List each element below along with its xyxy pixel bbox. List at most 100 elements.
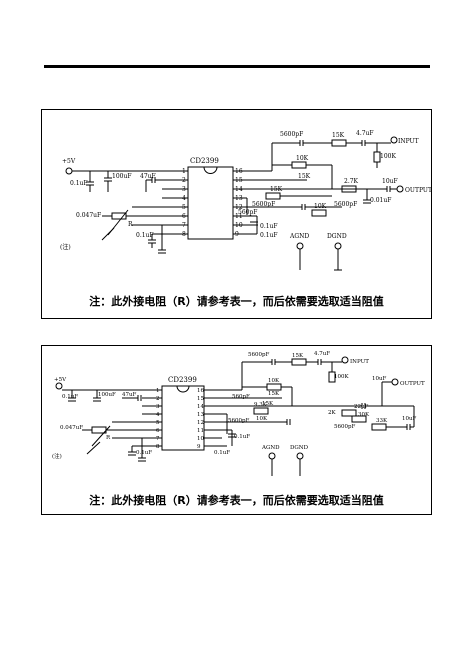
label-c47u-left: 47uF (140, 173, 156, 180)
label-r15k-top: 15K (292, 353, 304, 359)
label-c10u: 10uF (382, 178, 398, 185)
label-r15k-top: 15K (332, 132, 345, 139)
schematic-diagram-2: CD2399 1 2 3 4 5 6 7 8 16 15 14 13 12 11… (52, 351, 425, 476)
schematic-diagram-1: CD2399 1 2 3 4 5 6 7 8 16 15 14 13 12 11… (60, 130, 432, 271)
pin-13: 13 (197, 412, 204, 418)
label-c5600-r: 5600pF (334, 201, 357, 208)
left-wiring (65, 167, 188, 254)
right-wiring (233, 136, 404, 271)
pin-16: 16 (197, 388, 204, 394)
pin-12: 12 (197, 420, 204, 426)
label-r15k-mid: 15K (268, 391, 280, 397)
label-r100k: 100K (380, 153, 396, 160)
label-c100u: 100uF (112, 173, 131, 180)
input-label: INPUT (350, 359, 369, 365)
label-c01-p9: 0.1uF (214, 450, 230, 456)
label-c560: 560pF (232, 394, 250, 400)
dgnd-terminal (296, 452, 304, 460)
label-c10u: 10uF (372, 376, 387, 382)
label-r15k-b: 15K (262, 401, 274, 407)
pin-3: 3 (156, 404, 160, 410)
label-c47u-left: 47uF (122, 392, 137, 398)
ic-notch (203, 166, 218, 174)
dgnd-terminal (334, 242, 342, 250)
schematic-panel-2: CD2399 1 2 3 4 5 6 7 8 16 15 14 13 12 11… (41, 345, 432, 515)
label-c01-p10: 0.1uF (234, 434, 250, 440)
schematic-panel-1: CD2399 1 2 3 4 5 6 7 8 16 15 14 13 12 11… (41, 109, 432, 319)
label-r93k: 9.3K (254, 402, 268, 408)
label-r100k: 100K (334, 374, 349, 380)
label-c0047: 0.047uF (76, 212, 101, 219)
output-label: OUTPUT (405, 187, 432, 194)
label-c01-left: 0.1uF (62, 394, 78, 400)
input-terminal (341, 356, 349, 364)
note-marker: (注) (52, 452, 62, 460)
left-wiring (55, 382, 162, 462)
label-r33k: 33K (376, 418, 388, 424)
label-r10k: 10K (296, 155, 309, 162)
pin-11: 11 (197, 428, 204, 434)
pin-14: 14 (197, 404, 204, 410)
label-c5600-top: 5600pF (280, 131, 303, 138)
input-terminal (390, 136, 398, 144)
output-terminal (396, 185, 404, 193)
label-c22u: 22uF (354, 404, 369, 410)
pin-7: 7 (156, 436, 160, 442)
label-r10k: 10K (268, 378, 280, 384)
note-text: 注：此外接电阻（R）请参考表一，而后依需要选取适当阻值 (89, 295, 384, 308)
dgnd-label: DGND (327, 233, 347, 240)
label-c100u: 100uF (98, 392, 116, 398)
label-c560: 560pF (238, 209, 257, 216)
label-resistor-r: R (128, 221, 133, 228)
agnd-label: AGND (289, 233, 309, 240)
pin-10: 10 (197, 436, 204, 442)
label-c47u-top: 4.7uF (314, 351, 330, 357)
right-wiring (204, 356, 415, 476)
input-label: INPUT (398, 138, 419, 145)
label-c0047: 0.047uF (60, 425, 83, 431)
agnd-terminal (268, 452, 276, 460)
label-r27k: 2.7K (344, 178, 359, 185)
ic-notch (176, 385, 190, 393)
label-r15k-mid: 15K (298, 173, 311, 180)
pin-1: 1 (156, 388, 160, 394)
pin-6: 6 (156, 428, 160, 434)
pin-2: 2 (156, 396, 160, 402)
label-c10u-b: 10uF (402, 416, 417, 422)
label-c01-left: 0.1uF (70, 180, 88, 187)
pin-8: 8 (156, 444, 160, 450)
agnd-terminal (296, 242, 304, 250)
label-c47u-top: 4.7uF (356, 130, 374, 137)
supply-label: +5V (54, 377, 67, 383)
ic-label: CD2399 (168, 376, 197, 384)
note-text: 注：此外接电阻（R）请参考表一，而后依需要选取适当阻值 (89, 494, 384, 507)
label-r2k: 2K (328, 410, 336, 416)
note-marker: (注) (60, 243, 71, 251)
agnd-label: AGND (261, 445, 280, 451)
label-c5600-mid: 5600pF (252, 201, 275, 208)
label-r10k-b: 10K (256, 416, 268, 422)
label-c5600-mid: 5600pF (228, 418, 250, 424)
supply-terminal (55, 382, 63, 390)
header-rule (44, 65, 430, 68)
label-r30k: 30K (358, 412, 370, 418)
label-c01-bot: 0.1uF (136, 450, 152, 456)
supply-label: +5V (62, 158, 76, 165)
ic-body (161, 385, 205, 451)
label-resistor-r: R (106, 435, 111, 441)
ic-label: CD2399 (190, 157, 219, 165)
pin-15: 15 (197, 396, 204, 402)
label-c5600-r: 5600pF (334, 424, 356, 430)
label-c01-p12: 0.1uF (260, 232, 278, 239)
supply-terminal (65, 167, 73, 175)
label-r10k-b: 10K (314, 203, 327, 210)
pin-9: 9 (197, 444, 201, 450)
pin-5: 5 (156, 420, 160, 426)
label-r15k-b: 15K (270, 186, 283, 193)
label-c001: 0.01uF (370, 197, 391, 204)
label-c01-bot: 0.1uF (136, 232, 154, 239)
output-terminal (391, 378, 399, 386)
label-c5600-top: 5600pF (248, 352, 270, 358)
pin-4: 4 (156, 412, 160, 418)
ic-body (187, 166, 234, 240)
